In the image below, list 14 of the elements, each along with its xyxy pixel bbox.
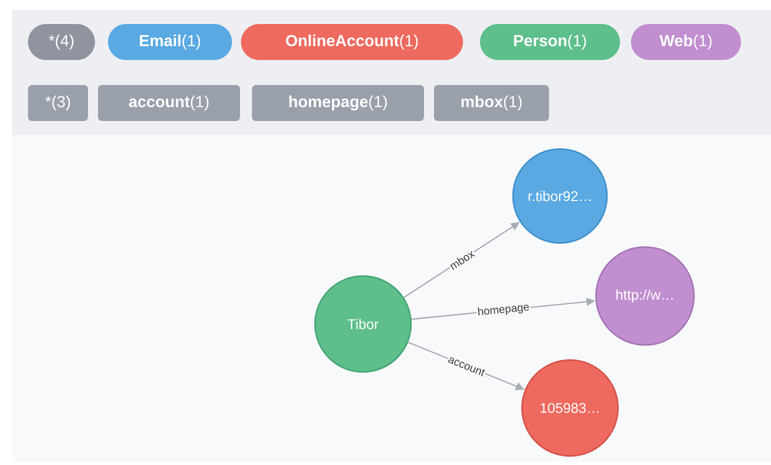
label-pill: OnlineAccount(1) xyxy=(241,24,463,60)
relationship-tag: mbox(1) xyxy=(434,85,549,121)
graph-node: http://w… xyxy=(595,246,695,346)
graph-node: r.tibor92… xyxy=(512,148,608,244)
label-pill: Web(1) xyxy=(631,24,741,60)
label-pill: Email(1) xyxy=(108,24,232,60)
relationship-tag: account(1) xyxy=(98,85,240,121)
relationship-tag: homepage(1) xyxy=(252,85,424,121)
edge-label: homepage xyxy=(478,304,529,316)
label-pill: *(4) xyxy=(28,24,95,60)
graph-node: 105983… xyxy=(521,359,619,457)
graph-node: Tibor xyxy=(314,275,412,373)
label-pill: Person(1) xyxy=(480,24,620,60)
relationship-tag: *(3) xyxy=(28,85,88,121)
